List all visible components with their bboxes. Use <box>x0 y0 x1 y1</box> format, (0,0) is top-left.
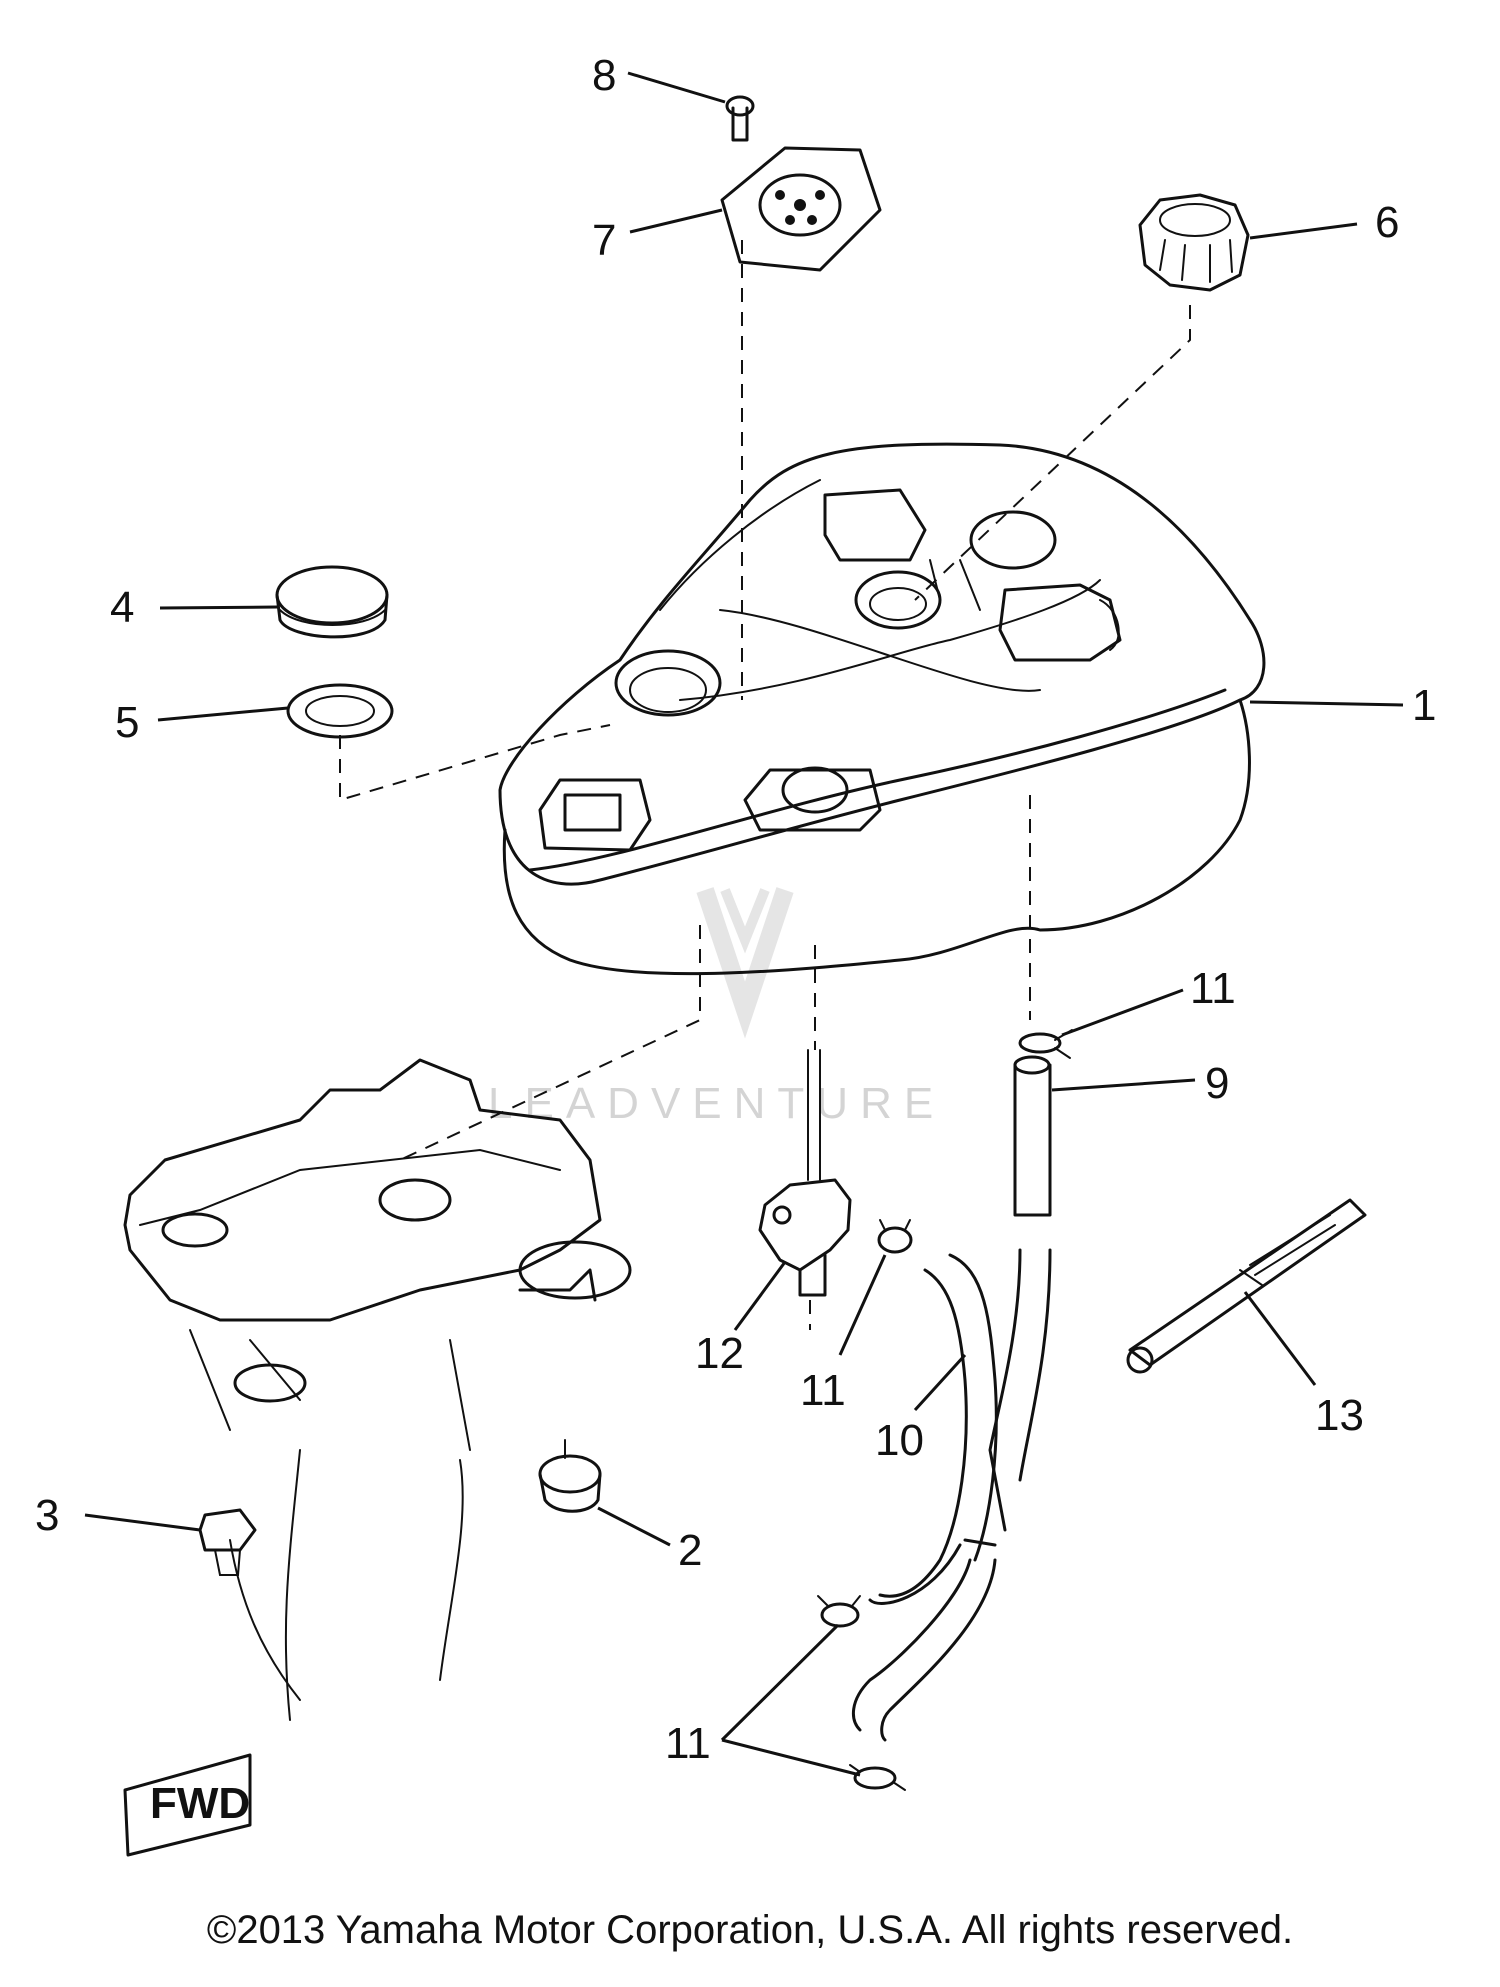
part-number-9: 9 <box>1205 1059 1229 1108</box>
part-number-11-top: 11 <box>1190 964 1236 1013</box>
part-number-6: 6 <box>1375 198 1399 247</box>
leader-lines <box>84 71 1404 1777</box>
part-number-7: 7 <box>592 216 616 265</box>
alignment-lines <box>339 240 1191 1330</box>
part-number-3: 3 <box>35 1491 59 1540</box>
hose-clip-part-11-mid[interactable] <box>877 1219 913 1254</box>
part-number-5: 5 <box>115 698 139 747</box>
drain-strap-part-13[interactable] <box>1126 1198 1367 1374</box>
part-number-1: 1 <box>1412 681 1436 730</box>
watermark-logo <box>696 887 794 1039</box>
fuel-hose-part-10[interactable] <box>851 1253 998 1742</box>
part-number-12: 12 <box>695 1329 744 1378</box>
cover-plate-part-7[interactable] <box>720 146 882 272</box>
part-number-8: 8 <box>592 51 616 100</box>
part-number-labels: 8 7 6 4 5 1 11 9 12 11 10 13 3 2 11 <box>35 51 1436 1768</box>
fuel-pipe-part-9[interactable] <box>988 1055 1052 1532</box>
hose-clip-part-11-bottom[interactable] <box>849 1764 906 1791</box>
fuel-tank[interactable] <box>498 442 1266 976</box>
part-number-4: 4 <box>110 583 134 632</box>
part-number-10: 10 <box>875 1416 924 1465</box>
fuel-cap-part-6[interactable] <box>1138 193 1250 292</box>
part-number-11-mid: 11 <box>800 1366 846 1415</box>
cap-part-4[interactable] <box>275 565 389 639</box>
hose-clip-part-11-lower[interactable] <box>817 1595 861 1628</box>
part-number-11-bottom: 11 <box>665 1719 711 1768</box>
gasket-part-5[interactable] <box>286 683 394 739</box>
bolt-part-3[interactable] <box>198 1508 257 1576</box>
part-number-2: 2 <box>678 1526 702 1575</box>
frame-bracket: FWD <box>123 1058 632 1857</box>
watermark-text: LEADVENTURE <box>488 1079 945 1128</box>
copyright-notice: ©2013 Yamaha Motor Corporation, U.S.A. A… <box>206 1908 1294 1952</box>
part-number-13: 13 <box>1315 1391 1364 1440</box>
screw-part-8[interactable] <box>725 95 755 142</box>
fwd-label: FWD <box>150 1779 250 1828</box>
fuel-cock-part-12[interactable] <box>758 1049 852 1297</box>
grommet-part-2[interactable] <box>538 1439 602 1513</box>
